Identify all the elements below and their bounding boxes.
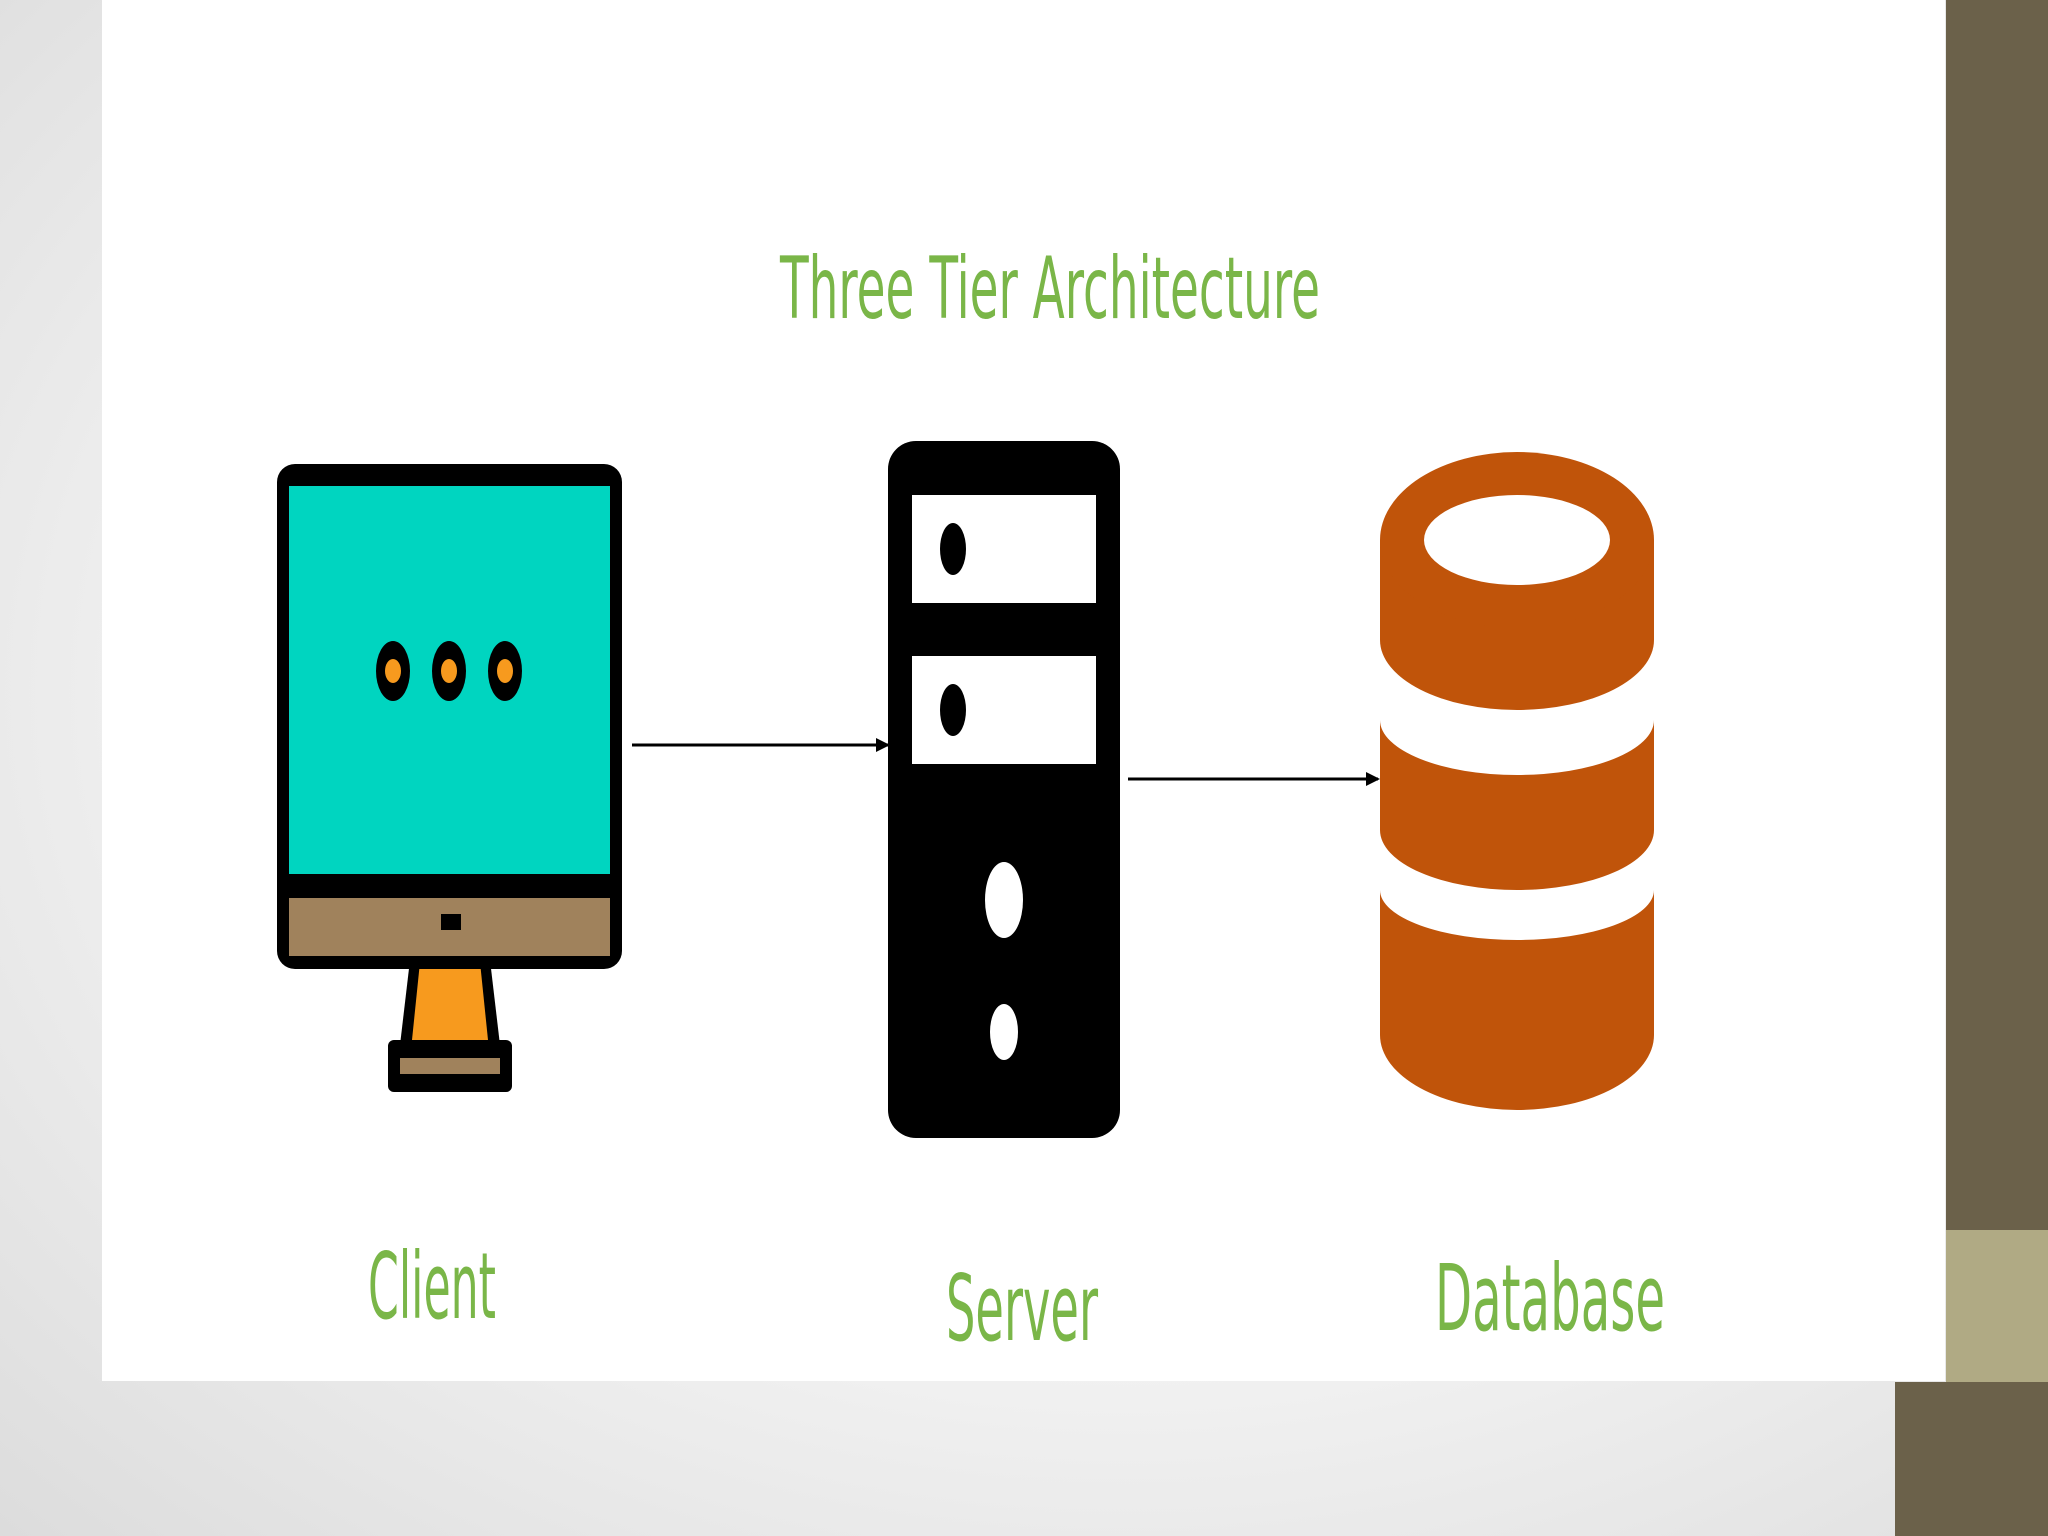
- decor-block-bottom: [1895, 1382, 2048, 1536]
- decor-bar-dark: [1946, 0, 2048, 1230]
- node-label-client: Client: [368, 1233, 496, 1340]
- database-icon: [1380, 452, 1654, 1110]
- server-icon: [888, 441, 1120, 1138]
- diagram-title: Three Tier Architecture: [779, 239, 1320, 339]
- node-label-server: Server: [946, 1255, 1098, 1362]
- node-label-database: Database: [1435, 1245, 1665, 1352]
- decor-bar-light: [1946, 1230, 2048, 1382]
- monitor-icon: [277, 464, 622, 1092]
